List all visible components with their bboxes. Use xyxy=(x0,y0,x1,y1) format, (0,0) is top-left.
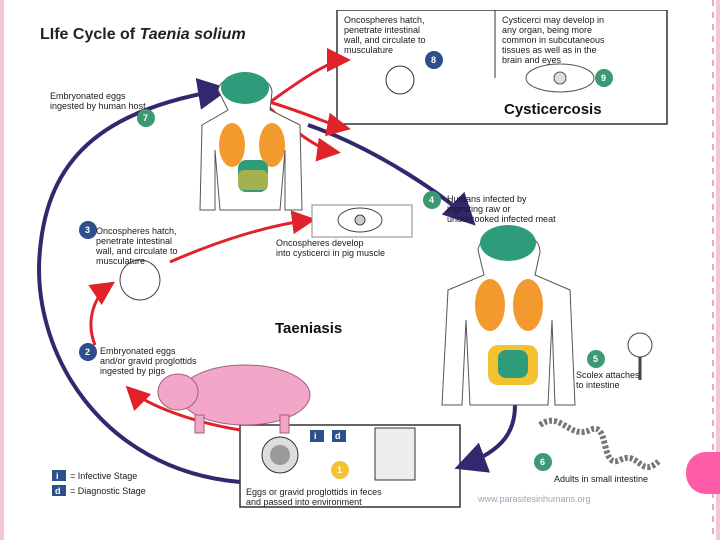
box-diagnostic-icon xyxy=(332,430,346,442)
arrow-human-to-cyst-1 xyxy=(261,98,351,137)
source-credit: www.parasitesinhumans.org xyxy=(478,494,591,504)
arrow-eggs-to-pig xyxy=(125,385,241,432)
life-cycle-diagram xyxy=(37,10,668,508)
pig-muscle-cysticercus xyxy=(311,204,413,238)
cycle-arrow-right xyxy=(454,404,517,473)
diagnostic-icon-letter: d xyxy=(55,486,61,496)
box-diagnostic-icon-letter: d xyxy=(335,431,341,441)
step-2-text: Embryonated eggs and/or gravid proglotti… xyxy=(100,346,197,376)
taeniasis-label: Taeniasis xyxy=(275,320,343,337)
badge-3 xyxy=(79,221,97,239)
step-3-text: Oncospheres hatch, penetrate intestinal … xyxy=(96,226,178,266)
proglottid-drawing xyxy=(374,427,416,481)
badge-2 xyxy=(79,343,97,361)
badge-8 xyxy=(425,51,443,69)
cysticercosis-box xyxy=(336,10,668,125)
human-figure-top xyxy=(199,72,303,211)
infective-icon-letter: i xyxy=(56,471,59,481)
step-6-text: Adults in small intestine xyxy=(554,474,649,484)
oncosphere-circle-top xyxy=(385,65,415,95)
step-4-text: Humans infected by ingesting raw or unde… xyxy=(447,194,556,224)
box-infective-icon xyxy=(310,430,324,442)
badge-7 xyxy=(137,109,155,127)
scolex-drawing xyxy=(627,332,653,380)
diagram-title: LIfe Cycle of Taenia solium xyxy=(40,26,246,43)
badge-1-number: 1 xyxy=(337,465,343,475)
pig-muscle-text: Oncospheres develop into cysticerci in p… xyxy=(276,238,386,258)
badge-9 xyxy=(595,69,613,87)
arrow-pig-to-oncosphere xyxy=(88,281,115,346)
badge-5-number: 5 xyxy=(593,354,599,364)
human-figure-right xyxy=(441,225,576,406)
cysticercosis-label: Cysticercosis xyxy=(504,101,602,118)
slide-accent-tab xyxy=(686,452,720,494)
badge-6 xyxy=(534,453,552,471)
oncosphere-circle-left xyxy=(119,259,161,301)
badge-4 xyxy=(423,191,441,209)
badge-8-number: 8 xyxy=(431,55,437,65)
legend-diagnostic: = Diagnostic Stage xyxy=(70,486,146,496)
arrow-oncosphere-to-muscle xyxy=(169,210,316,264)
step-8-text: Oncospheres hatch, penetrate intestinal … xyxy=(344,15,426,55)
badge-5 xyxy=(587,350,605,368)
cycle-arrow-left xyxy=(37,78,241,484)
arrow-human-to-box xyxy=(261,48,351,110)
step-1-text: Eggs or gravid proglottids in feces and … xyxy=(246,487,382,507)
infective-stage-icon xyxy=(52,470,66,481)
badge-2-number: 2 xyxy=(85,347,91,357)
pig-drawing xyxy=(157,364,311,434)
badge-9-number: 9 xyxy=(601,73,607,83)
step-7-text: Embryonated eggs ingested by human host xyxy=(50,91,146,111)
badge-4-number: 4 xyxy=(429,195,435,205)
badge-6-number: 6 xyxy=(540,457,546,467)
diagnostic-stage-icon xyxy=(52,485,66,496)
badge-7-number: 7 xyxy=(143,113,149,123)
adult-tapeworm xyxy=(538,417,663,470)
step-5-text: Scolex attaches to intestine xyxy=(576,370,640,390)
badge-1 xyxy=(331,461,349,479)
step-9-text: Cysticerci may develop in any organ, bei… xyxy=(502,15,605,65)
box-infective-icon-letter: i xyxy=(314,431,317,441)
legend-infective: = Infective Stage xyxy=(70,471,138,481)
badge-3-number: 3 xyxy=(85,225,91,235)
